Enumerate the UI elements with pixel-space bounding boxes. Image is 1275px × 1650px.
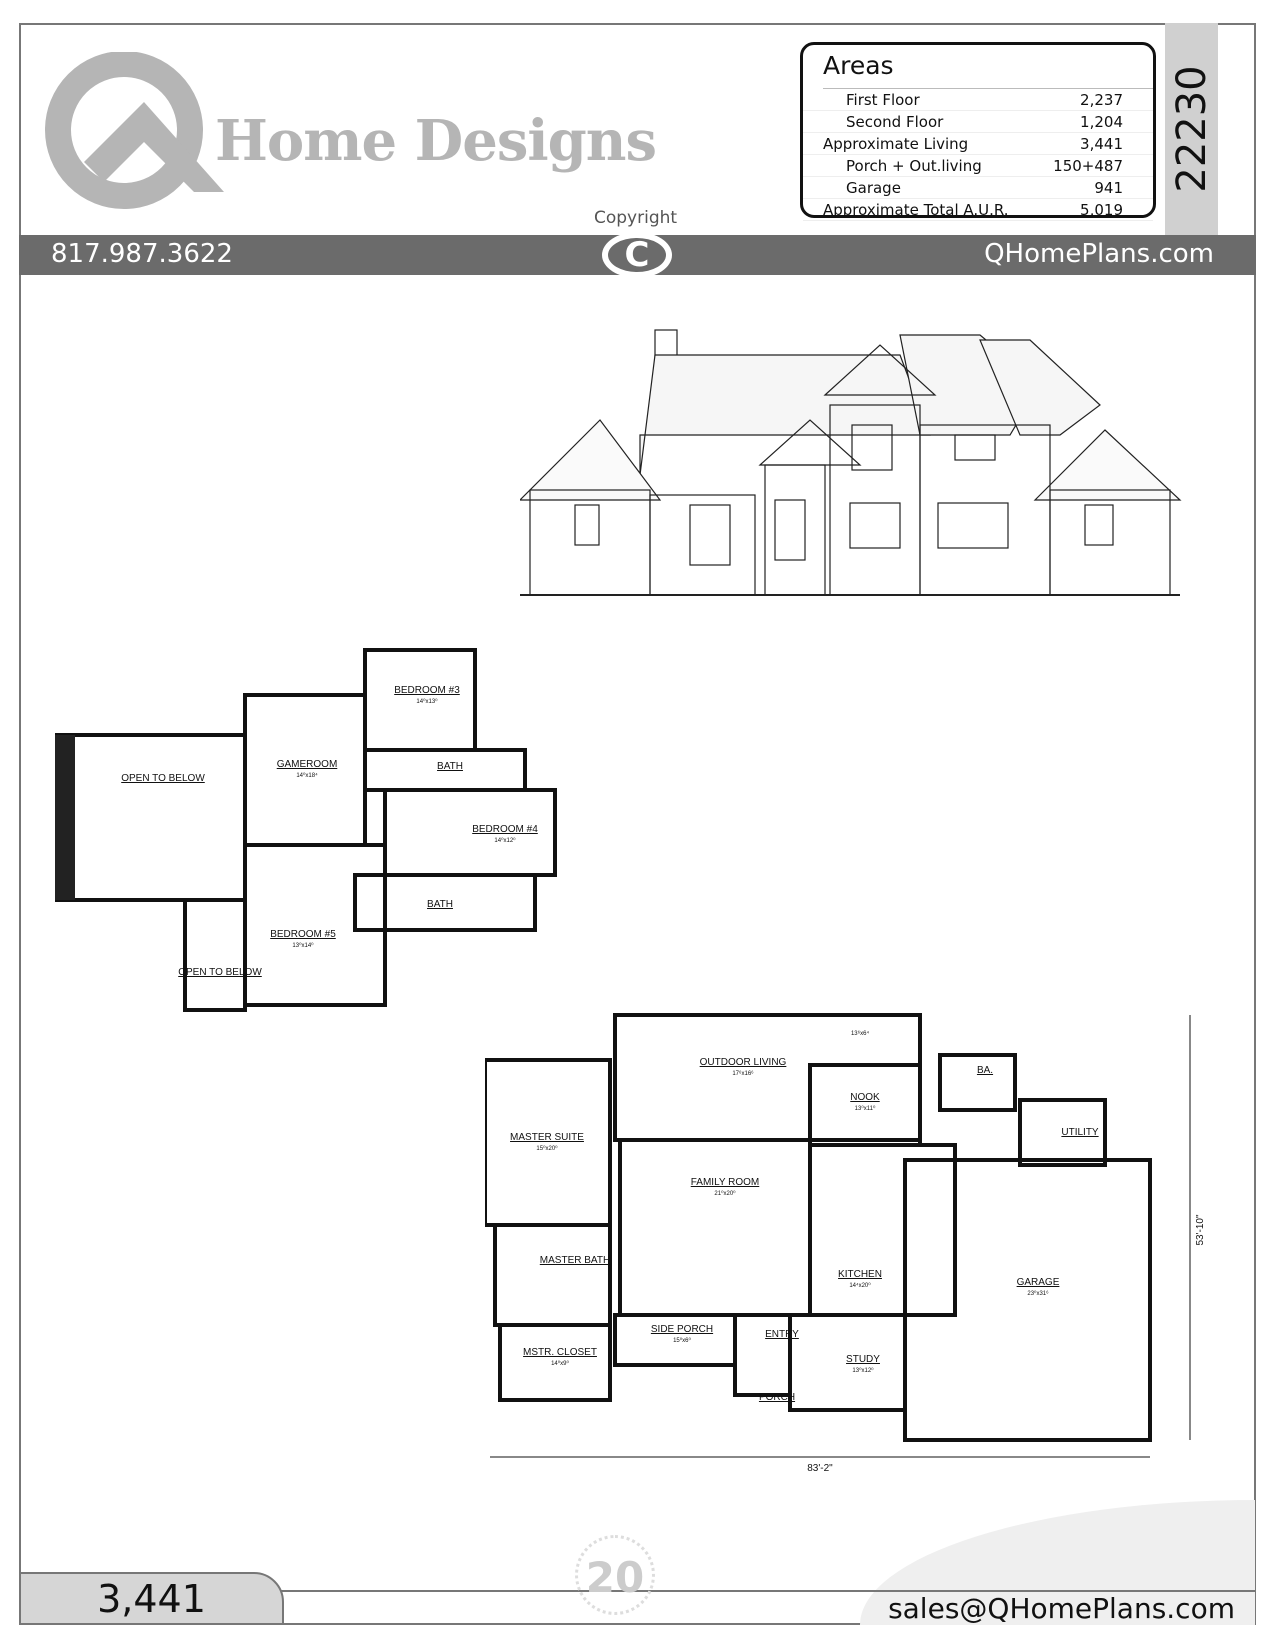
room-label: OUTDOOR LIVING xyxy=(700,1057,787,1068)
room-size: 13⁰x14⁰ xyxy=(292,942,314,949)
room-label: OPEN TO BELOW xyxy=(178,967,262,978)
areas-title: Areas xyxy=(823,51,1153,89)
room-size: 15⁰x6⁰ xyxy=(673,1337,691,1344)
room-size: 23⁰x31⁶ xyxy=(1027,1290,1049,1297)
second-floor-plan: OPEN TO BELOW GAMEROOM 14⁰x18⁴ BEDROOM #… xyxy=(55,648,557,1012)
room-label: MASTER SUITE xyxy=(510,1132,584,1143)
area-value: 5,019 xyxy=(1080,201,1123,219)
area-label: First Floor xyxy=(846,91,920,109)
depth-dimension: 53'-10" xyxy=(1195,1214,1206,1245)
room-label: BATH xyxy=(437,761,463,772)
room-label: OPEN TO BELOW xyxy=(121,773,205,784)
area-value: 3,441 xyxy=(1080,135,1123,153)
area-row: First Floor 2,237 xyxy=(803,89,1153,111)
plan-number: 22230 xyxy=(1168,65,1215,193)
room-label: KITCHEN xyxy=(838,1269,882,1280)
anniversary-badge-icon: 20 xyxy=(575,1535,655,1615)
area-row: Approximate Living 3,441 xyxy=(803,133,1153,155)
room-label: ENTRY xyxy=(765,1329,799,1340)
room-size: 14⁰x12⁰ xyxy=(494,837,516,844)
room-label: STUDY xyxy=(846,1354,880,1365)
room-size: 14⁰x9⁰ xyxy=(551,1360,569,1367)
room-label: UTILITY xyxy=(1061,1127,1099,1138)
area-label: Approximate Total A.U.R. xyxy=(823,201,1009,219)
area-row: Approximate Total A.U.R. 5,019 xyxy=(803,199,1153,221)
room-label: BEDROOM #5 xyxy=(270,929,336,940)
area-row: Garage 941 xyxy=(803,177,1153,199)
room-label: PORCH xyxy=(759,1392,795,1403)
room-size: 13⁰x11⁰ xyxy=(855,1105,876,1112)
q-logo-icon xyxy=(45,52,224,209)
room-label: MASTER BATH xyxy=(540,1255,610,1266)
room-size: 14⁴x20⁰ xyxy=(849,1282,871,1289)
room-size: 17⁶x16⁶ xyxy=(732,1070,754,1077)
room-label: GARAGE xyxy=(1017,1277,1060,1288)
area-value: 2,237 xyxy=(1080,91,1123,109)
room-label: GAMEROOM xyxy=(277,759,338,770)
area-value: 941 xyxy=(1094,179,1123,197)
plan-number-strip: 22230 xyxy=(1165,23,1218,235)
room-label: BEDROOM #3 xyxy=(394,685,460,696)
front-elevation-drawing xyxy=(520,329,1182,596)
width-dimension: 83'-2" xyxy=(807,1463,833,1474)
room-size: 15⁰x20⁰ xyxy=(536,1145,558,1152)
room-label: FAMILY ROOM xyxy=(691,1177,760,1188)
area-label: Second Floor xyxy=(846,113,944,131)
copyright-label: Copyright xyxy=(594,208,678,228)
email-link[interactable]: sales@QHomePlans.com xyxy=(888,1592,1235,1625)
square-footage: 3,441 xyxy=(19,1572,284,1625)
header-band: 817.987.3622 QHomePlans.com xyxy=(19,235,1256,275)
area-value: 150+487 xyxy=(1053,157,1123,175)
area-label: Approximate Living xyxy=(823,135,969,153)
page-frame xyxy=(19,23,1256,1625)
area-label: Porch + Out.living xyxy=(846,157,982,175)
area-label: Garage xyxy=(846,179,901,197)
phone-number[interactable]: 817.987.3622 xyxy=(51,239,233,269)
copyright-icon: C xyxy=(602,232,672,278)
room-size: 13⁶x6⁴ xyxy=(851,1030,869,1037)
room-label: MSTR. CLOSET xyxy=(523,1347,597,1358)
first-floor-plan: OUTDOOR LIVING 17⁶x16⁶ 13⁶x6⁴ NOOK 13⁰x1… xyxy=(485,1013,1206,1474)
room-size: 13⁰x12⁰ xyxy=(852,1367,874,1374)
room-label: BA. xyxy=(977,1065,993,1076)
room-label: NOOK xyxy=(850,1092,880,1103)
area-row: Porch + Out.living 150+487 xyxy=(803,155,1153,177)
area-row: Second Floor 1,204 xyxy=(803,111,1153,133)
room-label: BEDROOM #4 xyxy=(472,824,538,835)
room-label: SIDE PORCH xyxy=(651,1324,713,1335)
room-label: BATH xyxy=(427,899,453,910)
room-size: 14⁰x18⁴ xyxy=(296,772,318,779)
website-link[interactable]: QHomePlans.com xyxy=(984,239,1214,269)
room-size: 14⁰x13⁰ xyxy=(416,698,438,705)
room-size: 21⁰x20⁰ xyxy=(714,1190,736,1197)
area-value: 1,204 xyxy=(1080,113,1123,131)
brand-name: Home Designs xyxy=(215,108,657,174)
